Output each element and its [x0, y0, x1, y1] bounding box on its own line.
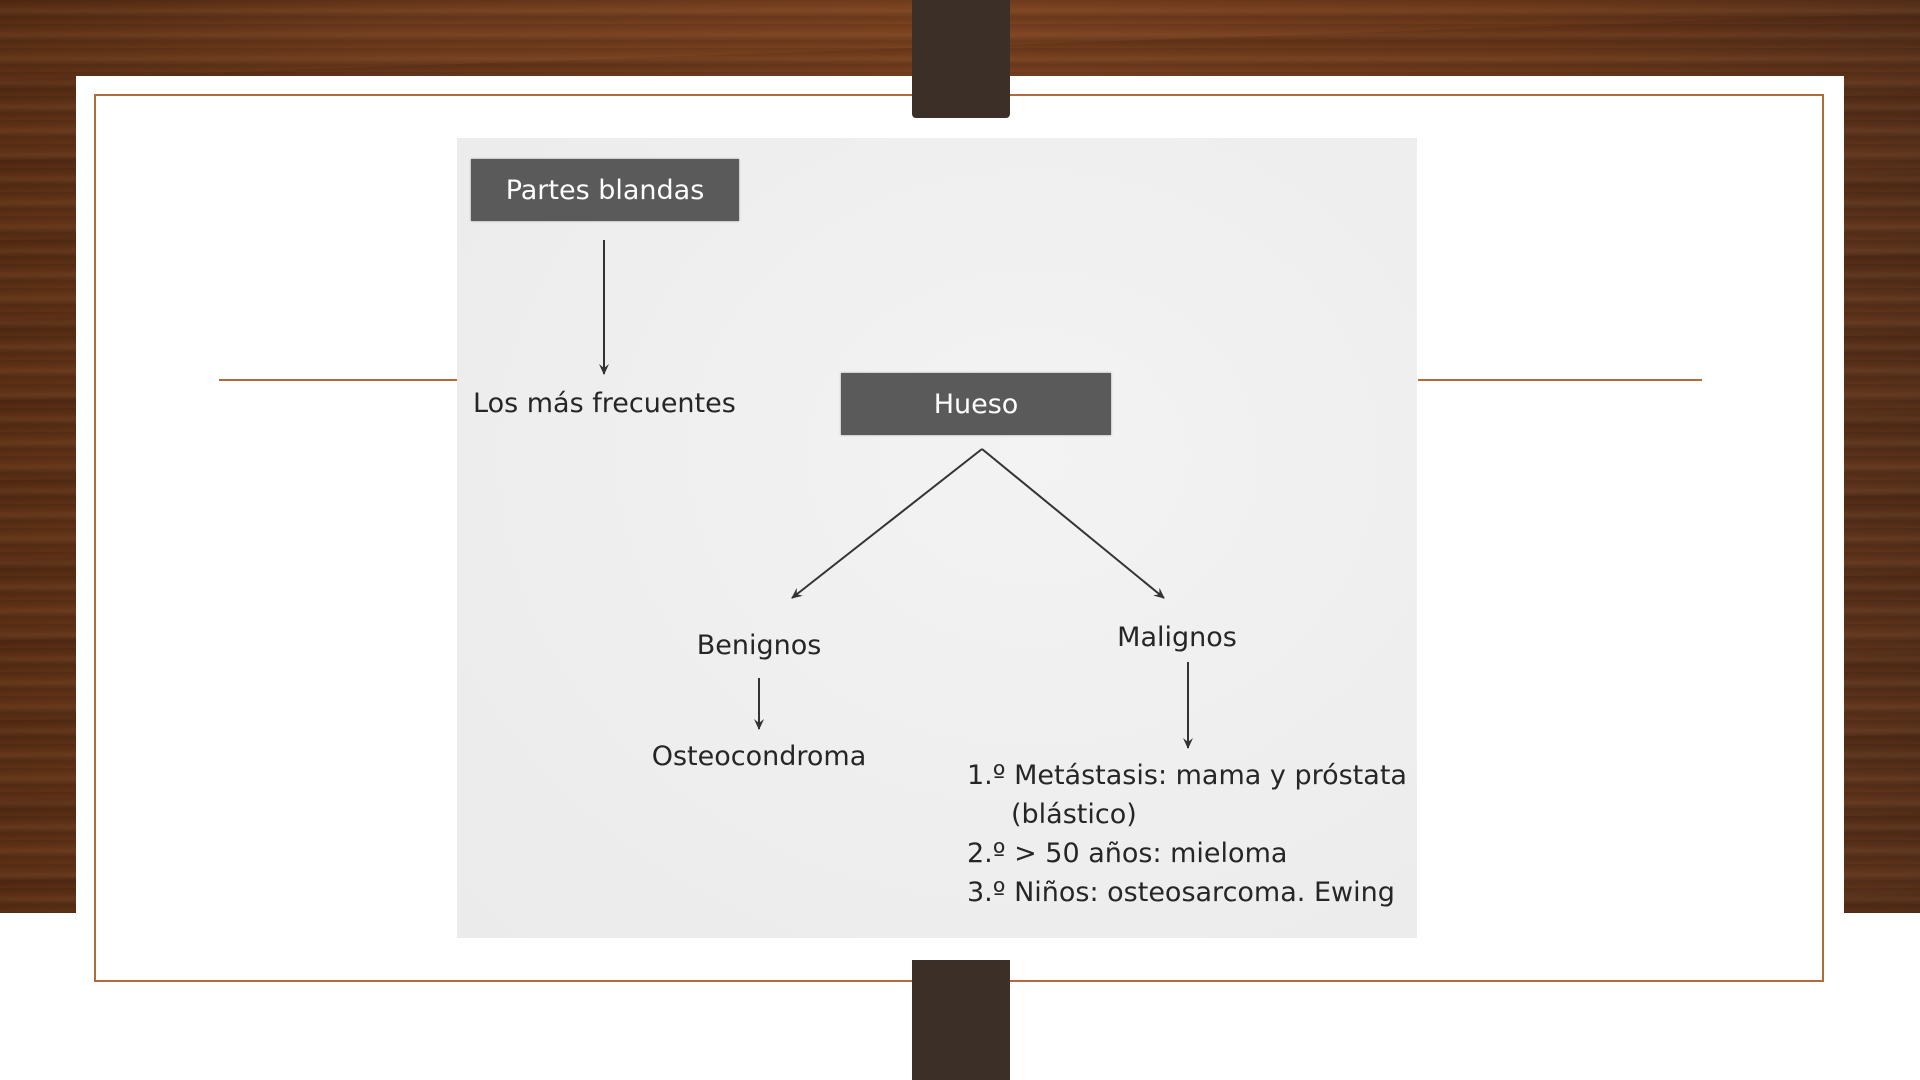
malignant-item-3: 3.º Niños: osteosarcoma. Ewing — [967, 877, 1395, 908]
benign-label: Benignos — [696, 630, 822, 661]
bottom-tab-decoration — [912, 960, 1010, 1080]
arrow-to-benign — [791, 448, 983, 599]
bone-box-label: Hueso — [933, 388, 1019, 420]
malignant-list: 1.º Metástasis: mama y próstata (blástic… — [967, 756, 1407, 912]
malignant-item-1-note: (blástico) — [1011, 799, 1137, 830]
malignant-label: Malignos — [1117, 622, 1237, 653]
arrow-to-malignant — [981, 448, 1165, 599]
right-accent-rule — [1418, 379, 1702, 381]
bone-box: Hueso — [841, 373, 1111, 435]
malignant-item-2: 2.º > 50 años: mieloma — [967, 838, 1288, 869]
diagram-image-area — [457, 138, 1417, 938]
soft-tissue-box: Partes blandas — [471, 159, 739, 221]
soft-tissue-note: Los más frecuentes — [473, 388, 736, 419]
soft-tissue-box-label: Partes blandas — [505, 174, 705, 206]
top-tab-decoration — [912, 0, 1010, 118]
benign-item: Osteocondroma — [651, 741, 867, 772]
left-accent-rule — [219, 379, 459, 381]
malignant-item-1: 1.º Metástasis: mama y próstata — [967, 760, 1407, 791]
